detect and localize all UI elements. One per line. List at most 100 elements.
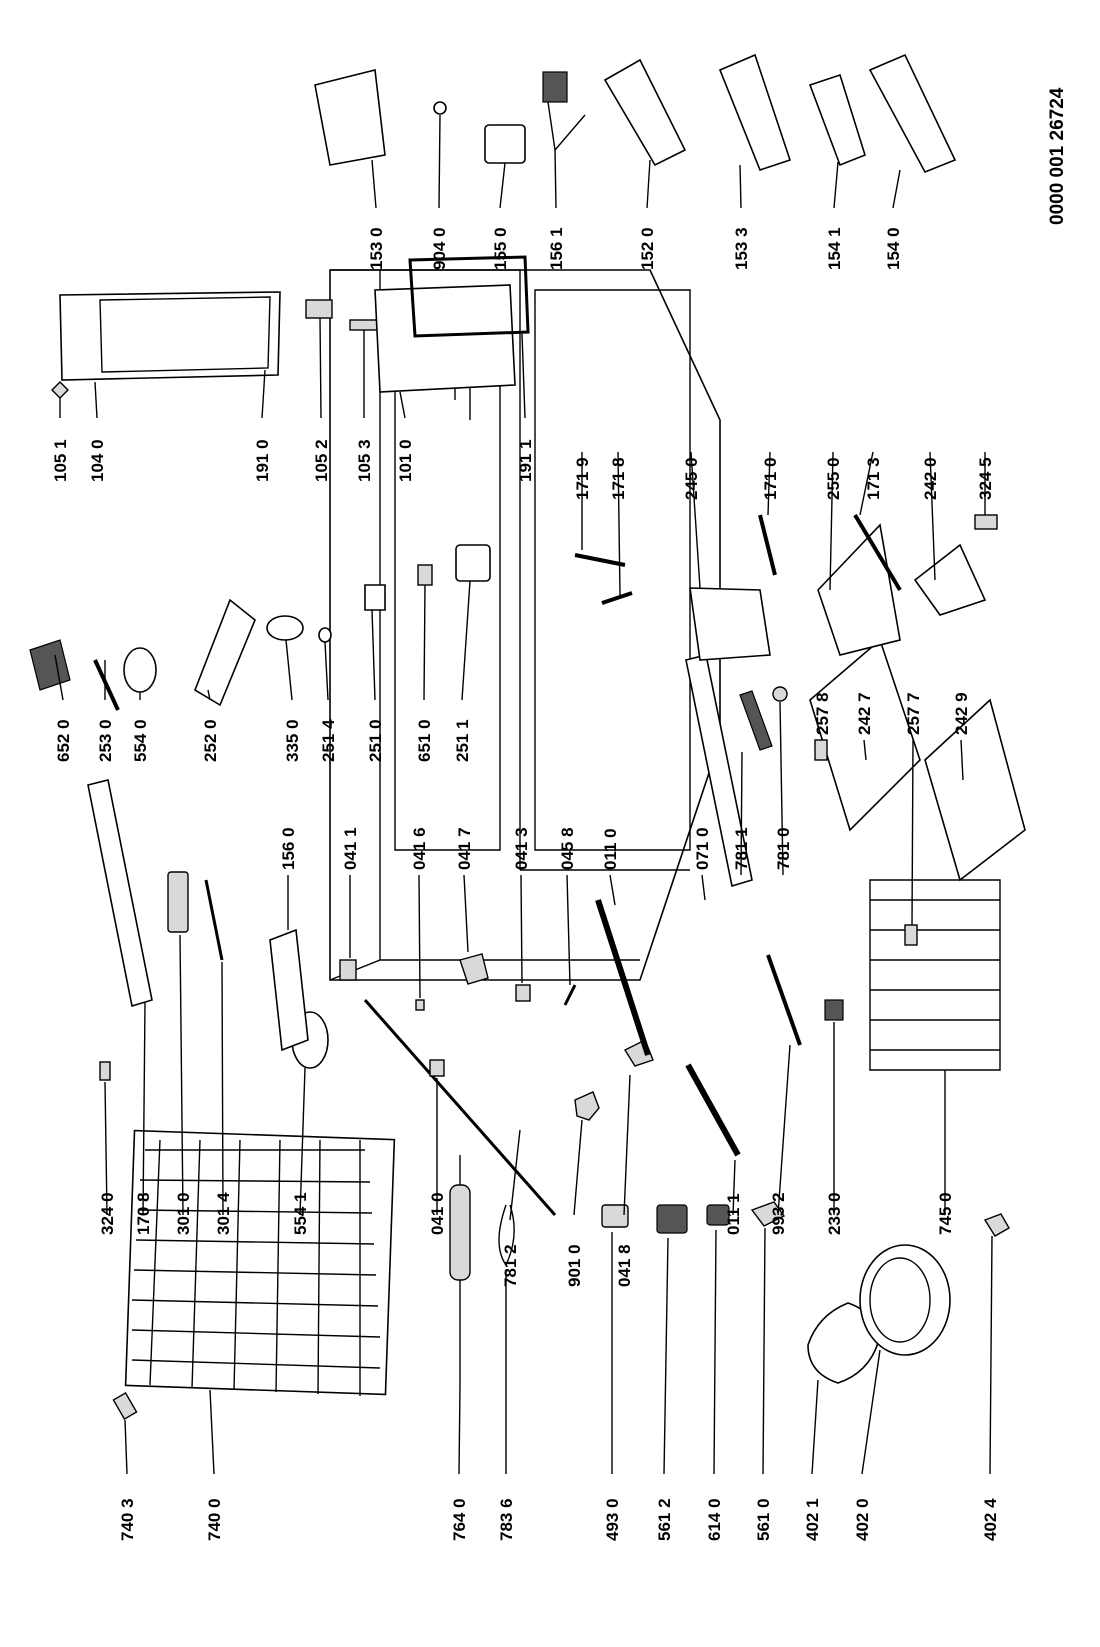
- part-104-0-drawing: [59, 291, 281, 381]
- part-041-6-drawing: [415, 999, 425, 1011]
- label-105-2: 105 2: [312, 439, 331, 482]
- part-652-0-drawing: [29, 639, 71, 691]
- label-242-0: 242 0: [921, 457, 940, 500]
- part-614-0-drawing: [706, 1204, 730, 1226]
- part-155-0-drawing: [484, 124, 526, 164]
- label-251-1: 251 1: [453, 719, 472, 762]
- label-781-2: 781 2: [501, 1244, 520, 1287]
- part-257-8-drawing: [814, 739, 828, 761]
- label-561-2: 561 2: [655, 1498, 674, 1541]
- part-101-0-drawing: [374, 284, 516, 393]
- label-554-0: 554 0: [131, 719, 150, 762]
- label-153-0: 153 0: [367, 227, 386, 270]
- part-153-3-drawing: [718, 53, 792, 171]
- part-233-0-drawing: [824, 999, 844, 1021]
- part-152-0-drawing: [603, 58, 687, 167]
- label-011-0: 011 0: [601, 828, 620, 870]
- label-041-7: 041 7: [455, 827, 474, 870]
- label-191-0: 191 0: [253, 439, 272, 482]
- label-101-0: 101 0: [396, 439, 415, 482]
- capillary-drawing: [498, 1204, 515, 1267]
- part-651-0-drawing: [417, 564, 433, 586]
- label-041-3: 041 3: [512, 827, 531, 870]
- part-253-0-drawing: [93, 659, 120, 711]
- part-554-0-drawing: [123, 647, 157, 693]
- label-170-8: 170 8: [134, 1192, 153, 1235]
- label-652-0: 652 0: [54, 719, 73, 762]
- label-105-3: 105 3: [355, 439, 374, 482]
- part-901-0-drawing: [574, 1091, 600, 1121]
- part-170-8-drawing: [87, 779, 153, 1008]
- wire-shelves-drawing: [869, 879, 1001, 1071]
- part-191-0-drawing: [99, 296, 271, 373]
- label-251-4: 251 4: [319, 719, 338, 762]
- label-255-0: 255 0: [824, 457, 843, 500]
- document-number: 0000 001 26724: [1047, 87, 1068, 225]
- label-301-4: 301 4: [214, 1192, 233, 1235]
- part-740-3-drawing: [112, 1392, 138, 1420]
- label-614-0: 614 0: [705, 1498, 724, 1541]
- part-257-7-drawing: [904, 924, 918, 946]
- label-402-0: 402 0: [853, 1498, 872, 1541]
- part-105-3-drawing: [349, 319, 379, 331]
- part-045-8-drawing: [563, 984, 577, 1006]
- part-041-7-drawing: [459, 953, 489, 985]
- label-402-4: 402 4: [981, 1498, 1000, 1541]
- label-171-9: 171 9: [573, 457, 592, 500]
- part-335-0-drawing: [266, 615, 304, 641]
- label-253-0: 253 0: [96, 719, 115, 762]
- label-041-8: 041 8: [615, 1244, 634, 1287]
- part-245-0-drawing: [689, 587, 771, 661]
- label-554-1: 554 1: [291, 1192, 310, 1235]
- label-301-0: 301 0: [174, 1192, 193, 1235]
- part-252-0-drawing: [194, 598, 256, 707]
- label-041-1: 041 1: [341, 827, 360, 870]
- label-156-0: 156 0: [279, 827, 298, 870]
- label-324-0: 324 0: [98, 1192, 117, 1235]
- part-171-8-drawing: [601, 591, 633, 605]
- label-011-1: 011 1: [724, 1193, 743, 1235]
- part-041-1-drawing: [339, 959, 357, 981]
- label-242-9: 242 9: [952, 692, 971, 735]
- label-781-0: 781 0: [774, 827, 793, 870]
- part-171-0-drawing: [758, 514, 777, 576]
- part-156-1-drawing: [542, 71, 568, 103]
- part-301-0-drawing: [167, 871, 189, 933]
- condenser-drawing: [124, 1129, 396, 1396]
- part-labels: 740 3 740 0 764 0 783 6 493 0 561 2 614 …: [51, 227, 1000, 1541]
- part-011-1-drawing: [685, 1063, 741, 1157]
- label-041-0: 041 0: [428, 1192, 447, 1235]
- label-071-0: 071 0: [693, 827, 712, 870]
- label-781-1: 781 1: [732, 827, 751, 870]
- label-155-0: 155 0: [491, 227, 510, 270]
- label-153-3: 153 3: [732, 227, 751, 270]
- label-105-1: 105 1: [51, 439, 70, 482]
- part-781-1-drawing: [739, 690, 773, 751]
- label-904-0: 904 0: [430, 227, 449, 270]
- part-242-9-drawing: [924, 698, 1026, 882]
- label-252-0: 252 0: [201, 719, 220, 762]
- label-402-1: 402 1: [803, 1498, 822, 1541]
- part-171-9-drawing: [574, 553, 626, 567]
- label-171-8: 171 8: [609, 457, 628, 500]
- label-335-0: 335 0: [283, 719, 302, 762]
- part-154-0-drawing: [868, 53, 957, 174]
- part-191-1-drawing: [408, 255, 530, 338]
- part-993-2-drawing: [766, 954, 802, 1046]
- part-301-4-drawing: [204, 879, 224, 961]
- label-152-0: 152 0: [638, 227, 657, 270]
- part-011-0-drawing: [595, 899, 651, 1056]
- part-251-1-drawing: [455, 544, 491, 582]
- part-105-2-drawing: [305, 299, 333, 319]
- part-041-3-drawing: [515, 984, 531, 1002]
- label-493-0: 493 0: [603, 1498, 622, 1541]
- leader-lines: [54, 101, 993, 1475]
- filter-drier-drawing: [449, 1155, 471, 1385]
- label-251-0: 251 0: [366, 719, 385, 762]
- label-993-2: 993 2: [769, 1192, 788, 1235]
- compressor-drawing: [859, 1244, 951, 1356]
- part-781-0-drawing: [772, 686, 788, 702]
- part-402-4-drawing: [983, 1213, 1010, 1237]
- part-041-0-drawing: [429, 1059, 445, 1077]
- label-154-0: 154 0: [884, 227, 903, 270]
